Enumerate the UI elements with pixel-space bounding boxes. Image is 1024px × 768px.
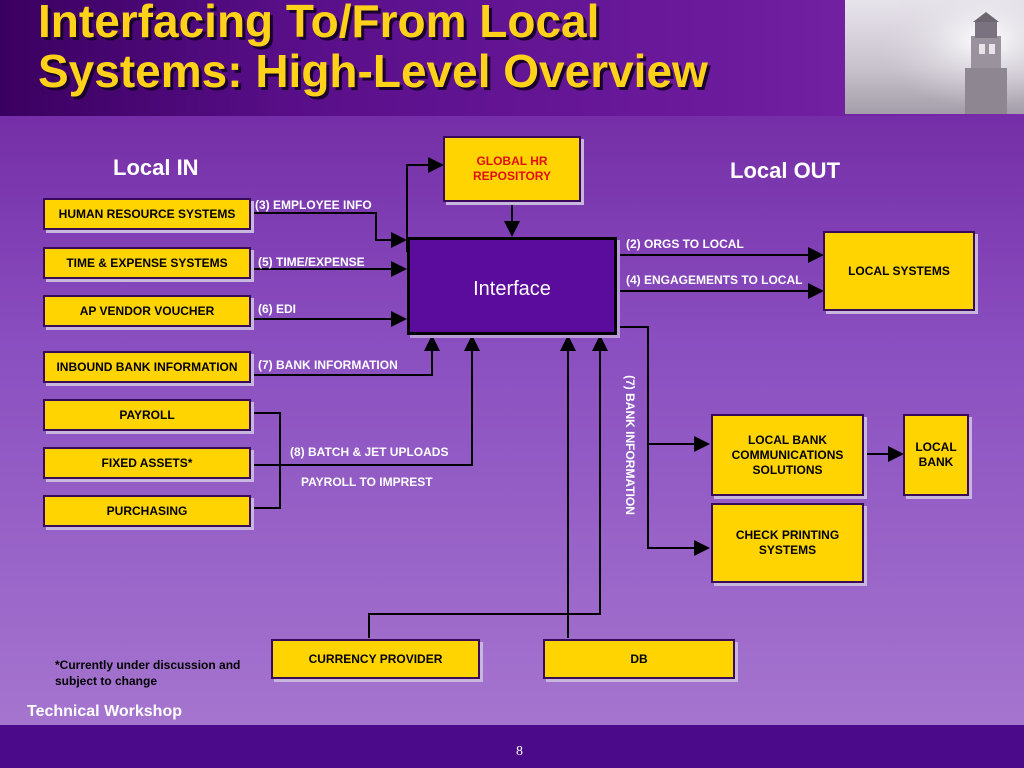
footnote: *Currently under discussion and subject … (55, 658, 241, 688)
footer-bar (0, 725, 1024, 768)
label-employee-info: (3) EMPLOYEE INFO (255, 198, 372, 212)
lighthouse-image (845, 0, 1024, 114)
label-edi: (6) EDI (258, 302, 297, 316)
local-in-label: Local IN (113, 155, 199, 180)
output-local-bank: LOCAL BANK (903, 414, 969, 496)
global-hr-repository-box: GLOBAL HR REPOSITORY (443, 136, 581, 202)
local-out-label: Local OUT (730, 158, 841, 183)
title-line-2: Systems: High-Level Overview (38, 45, 708, 97)
label-orgs-to-local: (2) ORGS TO LOCAL (626, 237, 744, 251)
input-time-expense-systems: TIME & EXPENSE SYSTEMS (43, 247, 251, 279)
input-purchasing: PURCHASING (43, 495, 251, 527)
db-box: DB (543, 639, 735, 679)
slide-title: Interfacing To/From Local Systems: High-… (38, 0, 708, 96)
input-payroll: PAYROLL (43, 399, 251, 431)
interface-box: Interface (407, 237, 617, 335)
footer-left-text: Technical Workshop (27, 703, 182, 720)
label-batch-jet-uploads: (8) BATCH & JET UPLOADS (290, 445, 449, 459)
input-inbound-bank-information: INBOUND BANK INFORMATION (43, 351, 251, 383)
label-bank-information: (7) BANK INFORMATION (258, 358, 398, 372)
currency-provider-box: CURRENCY PROVIDER (271, 639, 480, 679)
label-time-expense: (5) TIME/EXPENSE (258, 255, 365, 269)
label-bank-information-vertical: (7) BANK INFORMATION (623, 375, 637, 515)
input-fixed-assets: FIXED ASSETS* (43, 447, 251, 479)
input-human-resource-systems: HUMAN RESOURCE SYSTEMS (43, 198, 251, 230)
page-number: 8 (516, 744, 523, 759)
input-ap-vendor-voucher: AP VENDOR VOUCHER (43, 295, 251, 327)
lighthouse-graphic (845, 0, 1024, 114)
label-payroll-imprest: PAYROLL TO IMPREST (301, 475, 433, 489)
output-local-bank-communications: LOCAL BANK COMMUNICATIONS SOLUTIONS (711, 414, 864, 496)
title-line-1: Interfacing To/From Local (38, 0, 600, 47)
output-local-systems: LOCAL SYSTEMS (823, 231, 975, 311)
output-check-printing-systems: CHECK PRINTING SYSTEMS (711, 503, 864, 583)
label-engagements-to-local: (4) ENGAGEMENTS TO LOCAL (626, 273, 803, 287)
